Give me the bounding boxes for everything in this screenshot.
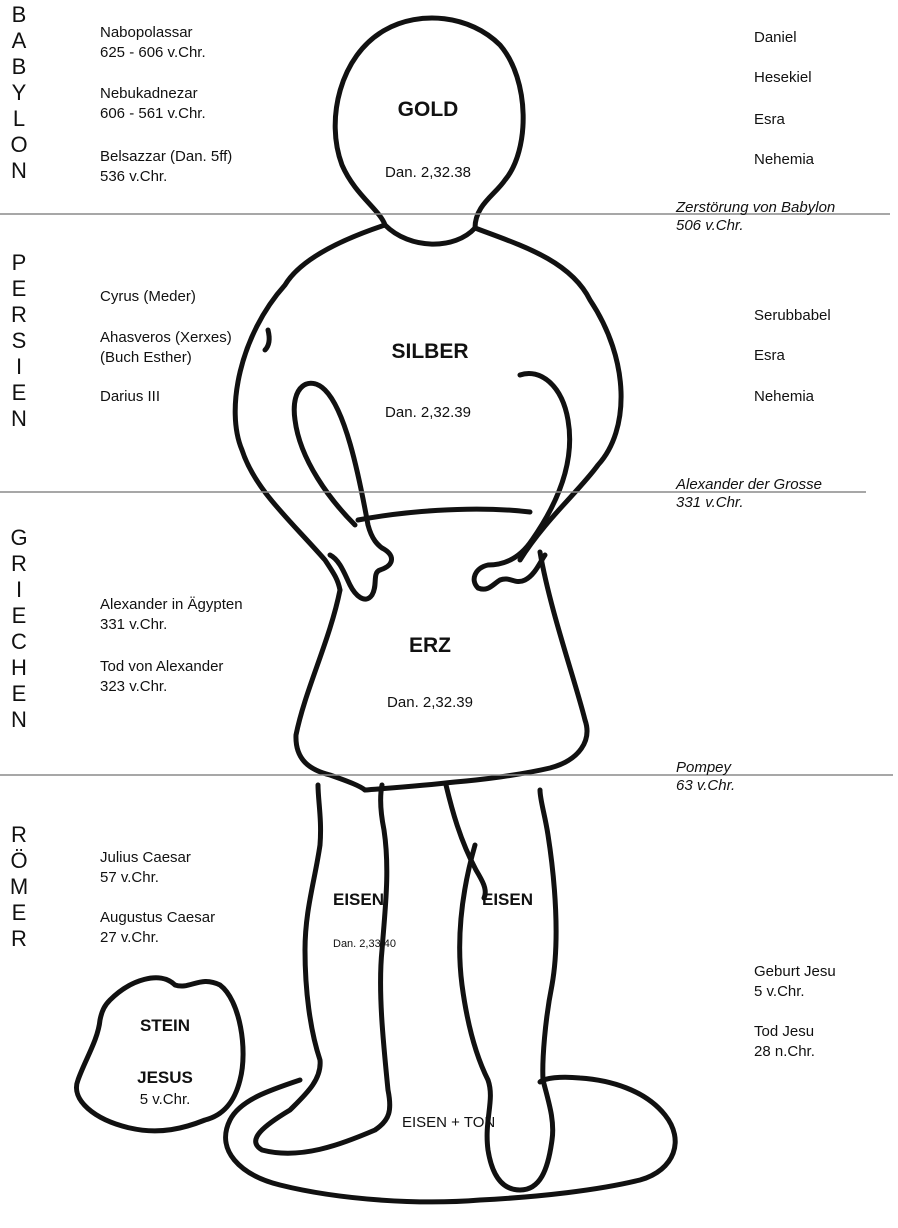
ruler-belsazzar: Belsazzar (Dan. 5ff) 536 v.Chr. bbox=[100, 147, 232, 187]
era-letter: M bbox=[6, 874, 32, 900]
era-letter: R bbox=[6, 302, 32, 328]
statue-left-arm bbox=[265, 330, 269, 350]
label-eisen-right: EISEN bbox=[482, 890, 533, 910]
stone-name: JESUS bbox=[120, 1068, 210, 1088]
era-letter: E bbox=[6, 380, 32, 406]
transition-pompey: Pompey 63 v.Chr. bbox=[676, 759, 735, 795]
statue-waist bbox=[358, 509, 530, 520]
ref-erz: Dan. 2,32.39 bbox=[362, 693, 498, 713]
ruler-nebukadnezar: Nebukadnezar 606 - 561 v.Chr. bbox=[100, 84, 206, 124]
era-letter: N bbox=[6, 158, 32, 184]
label-erz: ERZ bbox=[375, 636, 485, 656]
era-letter: H bbox=[6, 655, 32, 681]
era-letter: G bbox=[6, 525, 32, 551]
era-letter: S bbox=[6, 328, 32, 354]
era-letter: L bbox=[6, 106, 32, 132]
event-tod-jesu: Tod Jesu 28 n.Chr. bbox=[754, 1022, 815, 1062]
era-roemer: R Ö M E R bbox=[6, 822, 32, 952]
era-persien: P E R S I E N bbox=[6, 250, 32, 432]
prophet-hesekiel: Hesekiel bbox=[754, 68, 812, 88]
era-babylon: B A B Y L O N bbox=[6, 2, 32, 184]
era-letter: N bbox=[6, 707, 32, 733]
event-geburt-jesu: Geburt Jesu 5 v.Chr. bbox=[754, 962, 836, 1002]
era-letter: I bbox=[6, 577, 32, 603]
ruler-julius-caesar: Julius Caesar 57 v.Chr. bbox=[100, 848, 191, 888]
prophet-nehemia: Nehemia bbox=[754, 150, 814, 170]
statue-neck bbox=[385, 225, 475, 244]
era-letter: B bbox=[6, 2, 32, 28]
era-letter: Y bbox=[6, 80, 32, 106]
label-eisen-left: EISEN bbox=[333, 890, 384, 910]
era-letter: R bbox=[6, 822, 32, 848]
statue-skirt-left bbox=[296, 590, 365, 790]
transition-zerstoerung-babylon: Zerstörung von Babylon 506 v.Chr. bbox=[676, 199, 835, 235]
prophet-daniel: Daniel bbox=[754, 28, 797, 48]
label-eisen-ton: EISEN + TON bbox=[402, 1113, 495, 1133]
ruler-tod-alexander: Tod von Alexander 323 v.Chr. bbox=[100, 657, 223, 697]
era-letter: R bbox=[6, 551, 32, 577]
stone-title: STEIN bbox=[120, 1016, 210, 1036]
statue-head bbox=[335, 18, 523, 228]
prophet-esra: Esra bbox=[754, 110, 785, 130]
era-griechen: G R I E C H E N bbox=[6, 525, 32, 733]
ruler-augustus-caesar: Augustus Caesar 27 v.Chr. bbox=[100, 908, 215, 948]
ruler-darius: Darius III bbox=[100, 387, 160, 407]
transition-alexander: Alexander der Grosse 331 v.Chr. bbox=[676, 476, 822, 512]
era-letter: I bbox=[6, 354, 32, 380]
era-letter: C bbox=[6, 629, 32, 655]
ruler-nabopolassar: Nabopolassar 625 - 606 v.Chr. bbox=[100, 23, 206, 63]
stone-date: 5 v.Chr. bbox=[120, 1090, 210, 1110]
label-gold: GOLD bbox=[378, 100, 478, 120]
prophet-serubbabel: Serubbabel bbox=[754, 306, 831, 326]
prophet-nehemia: Nehemia bbox=[754, 387, 814, 407]
prophet-esra: Esra bbox=[754, 346, 785, 366]
ref-gold: Dan. 2,32.38 bbox=[360, 163, 496, 183]
era-letter: P bbox=[6, 250, 32, 276]
ruler-cyrus: Cyrus (Meder) bbox=[100, 287, 196, 307]
era-letter: E bbox=[6, 276, 32, 302]
era-letter: A bbox=[6, 28, 32, 54]
era-letter: E bbox=[6, 681, 32, 707]
label-silber: SILBER bbox=[365, 342, 495, 362]
era-letter: B bbox=[6, 54, 32, 80]
era-letter: Ö bbox=[6, 848, 32, 874]
ruler-ahasveros: Ahasveros (Xerxes) (Buch Esther) bbox=[100, 328, 232, 368]
era-letter: N bbox=[6, 406, 32, 432]
ref-silber: Dan. 2,32.39 bbox=[360, 403, 496, 423]
era-letter: E bbox=[6, 900, 32, 926]
statue-base bbox=[226, 1077, 676, 1202]
era-letter: R bbox=[6, 926, 32, 952]
era-letter: O bbox=[6, 132, 32, 158]
ruler-alexander-aegypten: Alexander in Ägypten 331 v.Chr. bbox=[100, 595, 243, 635]
statue-left-leg-outer bbox=[256, 785, 390, 1153]
era-letter: E bbox=[6, 603, 32, 629]
ref-eisen: Dan. 2,33.40 bbox=[333, 934, 396, 954]
